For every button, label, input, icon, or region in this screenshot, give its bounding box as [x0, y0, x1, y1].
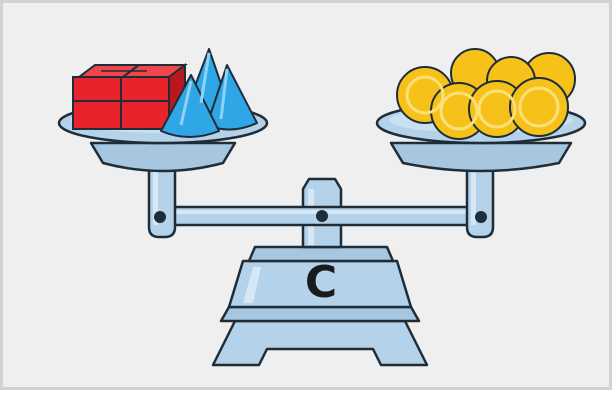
left-arm	[149, 163, 175, 237]
right-arm	[467, 163, 493, 237]
cube	[73, 77, 121, 129]
balance-scale-illustration: C	[3, 3, 612, 393]
pivot-bolt	[316, 210, 328, 222]
cube	[121, 77, 169, 129]
scale-label: C	[305, 257, 337, 308]
